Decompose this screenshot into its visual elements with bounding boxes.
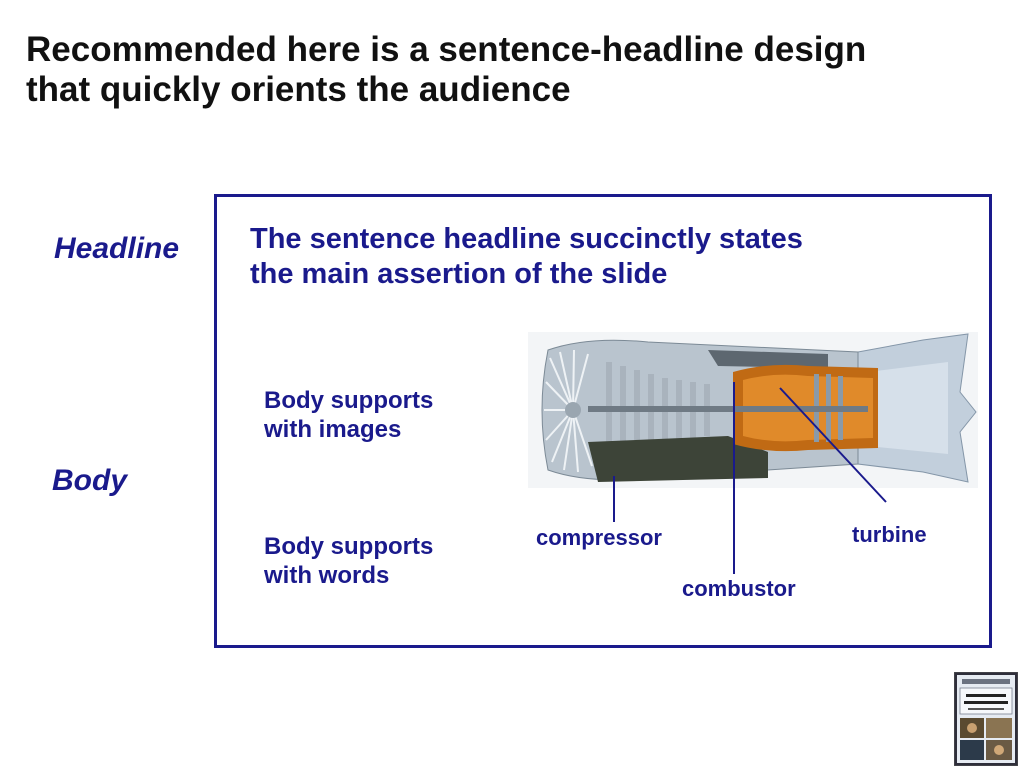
body-words-line-2: with words xyxy=(264,562,390,589)
body-label: Body xyxy=(52,464,127,497)
book-cover-image xyxy=(954,672,1018,766)
body-images-line-1: Body supports xyxy=(264,387,434,414)
body-supports-words-text: Body supports with words xyxy=(264,532,433,590)
page-title-line-1: Recommended here is a sentence-headline … xyxy=(26,30,867,69)
example-headline-line-1: The sentence headline succinctly states xyxy=(250,223,803,255)
example-headline-line-2: the main assertion of the slide xyxy=(250,258,668,290)
body-words-line-1: Body supports xyxy=(264,533,434,560)
combustor-label: combustor xyxy=(682,576,796,601)
body-images-line-2: with images xyxy=(264,416,402,443)
turbine-pointer-line xyxy=(779,387,887,503)
example-slide-frame xyxy=(214,194,992,648)
jet-engine-cutaway-image xyxy=(528,332,978,488)
body-supports-images-text: Body supports with images xyxy=(264,386,433,444)
headline-label: Headline xyxy=(54,232,180,265)
page-title: Recommended here is a sentence-headline … xyxy=(26,30,1006,110)
turbine-label: turbine xyxy=(852,522,927,547)
page-title-line-2: that quickly orients the audience xyxy=(26,70,571,109)
compressor-label: compressor xyxy=(536,525,662,550)
example-slide-headline: The sentence headline succinctly states … xyxy=(250,222,950,292)
